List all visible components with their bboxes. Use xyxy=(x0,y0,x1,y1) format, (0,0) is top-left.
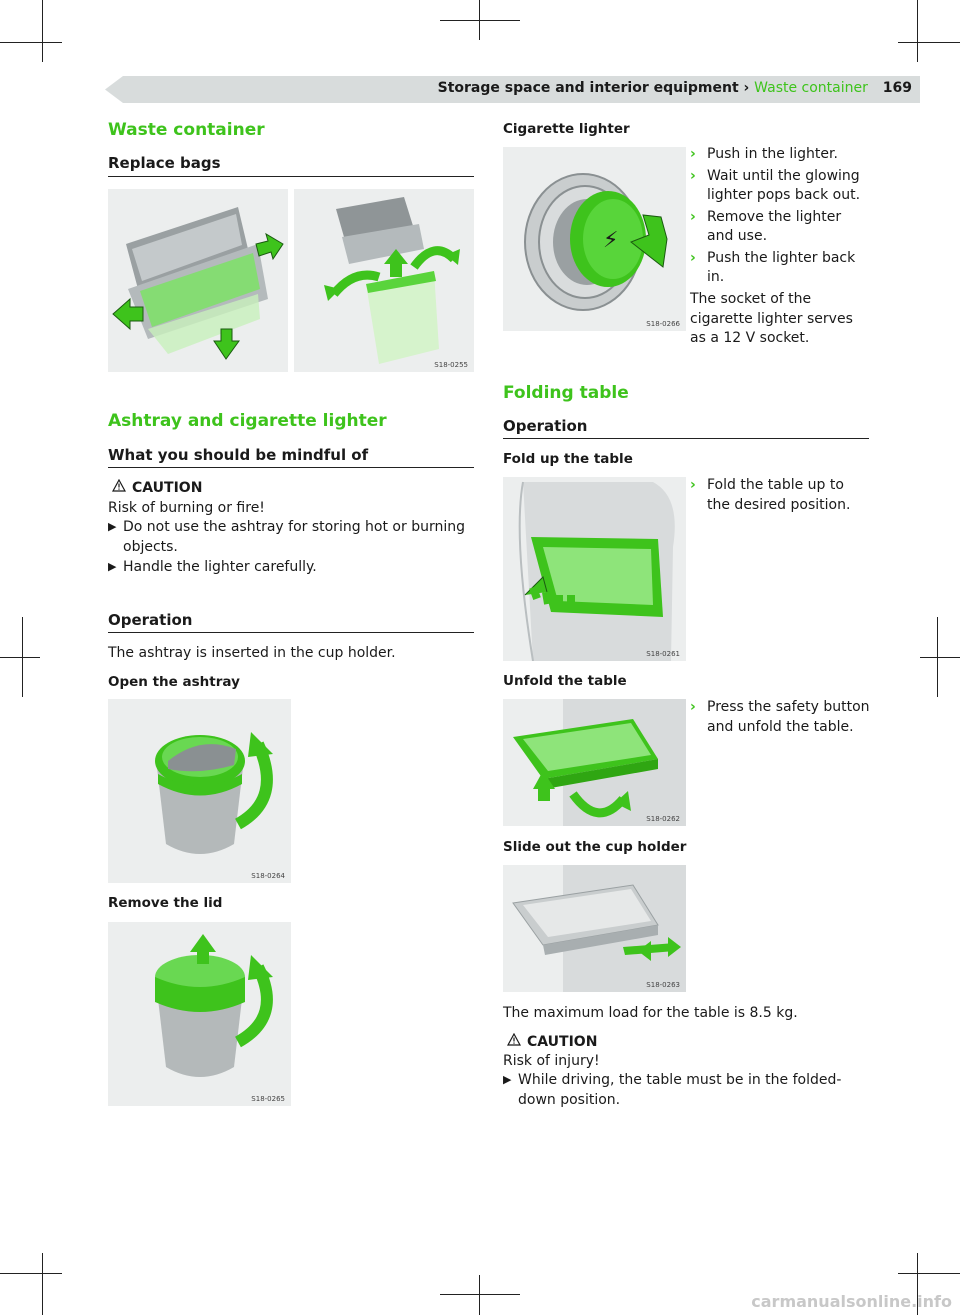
mindful-heading: What you should be mindful of xyxy=(108,446,369,464)
waste-bag-replace-figure: S18-0255 xyxy=(294,189,474,372)
folding-table-title: Folding table xyxy=(503,383,629,403)
chevron-right-icon: › xyxy=(690,249,696,266)
breadcrumb-chapter[interactable]: Storage space and interior equipment xyxy=(437,80,739,96)
crop-mark xyxy=(0,42,62,43)
chevron-right-icon: › xyxy=(690,146,696,162)
remove-lid-figure: S18-0265 xyxy=(108,922,291,1106)
caution-label: CAUTION xyxy=(527,1034,598,1050)
unfold-table-figure: S18-0262 xyxy=(503,699,686,826)
header-band xyxy=(105,76,920,103)
figure-code: S18-0262 xyxy=(646,815,680,823)
step-text: Wait until the glowing lighter pops back… xyxy=(707,167,861,204)
waste-container-open-figure xyxy=(108,189,288,372)
caution-bullet: ▶ Handle the lighter carefully. xyxy=(108,557,478,577)
fold-steps: › Fold the table up to the desired positi… xyxy=(690,476,870,517)
step-text: Fold the table up to the desired positio… xyxy=(707,477,851,513)
step-text: Press the safety button and unfold the t… xyxy=(707,699,870,735)
chevron-right-icon: › xyxy=(690,477,696,493)
unfold-steps: › Press the safety button and unfold the … xyxy=(690,698,870,739)
breadcrumb-separator: › xyxy=(743,80,750,96)
heading-rule xyxy=(503,438,869,439)
page-number: 169 xyxy=(882,80,912,96)
crop-mark xyxy=(0,1273,62,1274)
heading-rule xyxy=(108,176,474,177)
step-item: › Push the lighter back in. xyxy=(690,249,870,288)
chevron-right-icon: › xyxy=(690,208,696,225)
chevron-right-icon: › xyxy=(690,699,696,715)
step-item: › Push in the lighter. xyxy=(690,145,870,165)
caution-heading: CAUTION xyxy=(111,478,203,496)
bullet-arrow-icon: ▶ xyxy=(503,1073,512,1086)
crop-mark xyxy=(42,0,43,62)
slide-out-label: Slide out the cup holder xyxy=(503,839,687,855)
cigarette-lighter-figure: ⚡ S18-0266 xyxy=(503,147,686,331)
operation-intro: The ashtray is inserted in the cup holde… xyxy=(108,645,396,661)
crop-mark xyxy=(479,1275,480,1315)
caution-bullet-text: Handle the lighter carefully. xyxy=(123,559,317,575)
operation-heading: Operation xyxy=(108,611,193,629)
crop-mark xyxy=(440,20,520,21)
fold-up-table-figure: S18-0261 xyxy=(503,477,686,661)
step-item: › Remove the lighter and use. xyxy=(690,208,870,247)
remove-lid-label: Remove the lid xyxy=(108,895,223,911)
unfold-label: Unfold the table xyxy=(503,673,627,689)
fold-up-label: Fold up the table xyxy=(503,451,633,467)
crop-mark xyxy=(917,0,918,62)
step-item: › Wait until the glowing lighter pops bac… xyxy=(690,167,870,206)
warning-triangle-icon xyxy=(506,1032,522,1050)
breadcrumb: Storage space and interior equipment › W… xyxy=(438,80,912,96)
watermark: carmanualsonline.info xyxy=(751,1292,952,1311)
crop-mark xyxy=(0,657,40,658)
figure-code: S18-0265 xyxy=(251,1095,285,1103)
caution-bullet-text: While driving, the table must be in the … xyxy=(518,1072,842,1108)
caution-text: Risk of burning or fire! xyxy=(108,500,265,516)
step-text: Remove the lighter and use. xyxy=(707,208,842,245)
open-ashtray-label: Open the ashtray xyxy=(108,674,240,690)
ashtray-title: Ashtray and cigarette lighter xyxy=(108,411,387,431)
waste-container-title: Waste container xyxy=(108,120,265,140)
crop-mark xyxy=(920,657,960,658)
caution-bullet-text: Do not use the ashtray for storing hot o… xyxy=(123,519,465,555)
figure-code: S18-0255 xyxy=(434,361,468,369)
crop-mark xyxy=(917,1253,918,1315)
lighter-steps: › Push in the lighter. › Wait until the gl… xyxy=(690,145,870,290)
figure-code: S18-0264 xyxy=(251,872,285,880)
bullet-arrow-icon: ▶ xyxy=(108,560,117,573)
figure-code: S18-0261 xyxy=(646,650,680,658)
crop-mark xyxy=(440,1294,520,1295)
step-item: › Press the safety button and unfold the … xyxy=(690,698,870,737)
breadcrumb-section[interactable]: Waste container xyxy=(754,80,868,96)
lighter-note: The socket of the cigarette lighter serv… xyxy=(690,291,853,346)
cigarette-lighter-label: Cigarette lighter xyxy=(503,121,630,137)
crop-mark xyxy=(42,1253,43,1315)
caution-bullet: ▶ While driving, the table must be in th… xyxy=(503,1070,858,1110)
caution-label: CAUTION xyxy=(132,480,203,496)
bullet-arrow-icon: ▶ xyxy=(108,520,117,533)
caution-bullet: ▶ Do not use the ashtray for storing hot… xyxy=(108,517,478,557)
cup-holder-figure: S18-0263 xyxy=(503,865,686,992)
crop-mark xyxy=(898,42,960,43)
table-operation-heading: Operation xyxy=(503,417,588,435)
figure-code: S18-0266 xyxy=(646,320,680,328)
crop-mark xyxy=(898,1273,960,1274)
warning-triangle-icon xyxy=(111,478,127,496)
max-load-text: The maximum load for the table is 8.5 kg… xyxy=(503,1005,798,1021)
step-text: Push in the lighter. xyxy=(707,146,838,162)
figure-code: S18-0263 xyxy=(646,981,680,989)
svg-text:⚡: ⚡ xyxy=(603,228,618,253)
heading-rule xyxy=(108,632,474,633)
caution-heading: CAUTION xyxy=(506,1032,598,1050)
open-ashtray-figure: S18-0264 xyxy=(108,699,291,883)
chevron-right-icon: › xyxy=(690,167,696,184)
heading-rule xyxy=(108,467,474,468)
step-item: › Fold the table up to the desired positi… xyxy=(690,476,870,515)
step-text: Push the lighter back in. xyxy=(707,249,856,286)
caution-text: Risk of injury! xyxy=(503,1053,600,1069)
replace-bags-heading: Replace bags xyxy=(108,154,221,172)
